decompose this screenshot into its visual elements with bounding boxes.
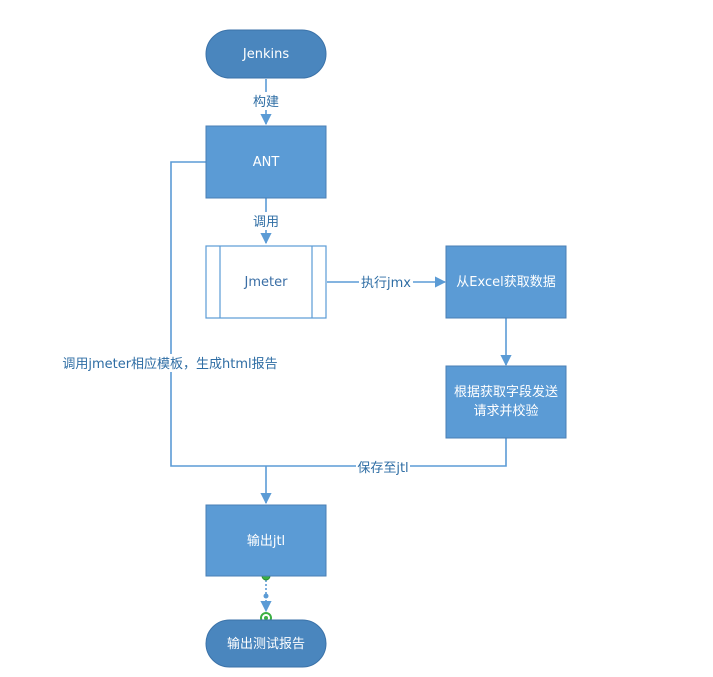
node-output-jtl-label: 输出jtl <box>247 533 285 549</box>
edge-ant-loop <box>170 161 266 467</box>
edge-label-bg-invoke <box>250 212 282 230</box>
connector-end-handle-dot <box>264 616 268 620</box>
node-validate-label-line1: 根据获取字段发送 <box>454 384 558 400</box>
node-jenkins-label: Jenkins <box>242 47 289 62</box>
edge-label-gen-html: 调用jmeter相应模板，生成html报告 <box>62 356 277 372</box>
edge-label-build: 构建 <box>253 95 279 110</box>
node-validate[interactable]: 根据获取字段发送 请求并校验 <box>445 365 567 439</box>
edge-validate-merge <box>266 438 507 467</box>
edge-label-bg-save <box>356 459 410 476</box>
node-validate-label-line2: 请求并校验 <box>473 403 538 419</box>
node-report[interactable]: 输出测试报告 <box>205 619 327 668</box>
node-ant[interactable]: ANT <box>205 125 327 199</box>
edge-label-bg-exec <box>359 274 413 291</box>
node-excel-label: 从Excel获取数据 <box>456 275 555 290</box>
edge-label-bg-gen-html <box>62 354 280 372</box>
node-report-label: 输出测试报告 <box>227 636 305 652</box>
node-ant-label: ANT <box>253 155 280 170</box>
node-jmeter[interactable]: Jmeter <box>205 245 327 319</box>
edge-label-exec-jmx: 执行jmx <box>361 276 411 291</box>
edge-label-save-jtl: 保存至jtl <box>357 461 408 476</box>
edge-label-invoke: 调用 <box>253 215 279 230</box>
edge-label-bg-build <box>250 92 282 110</box>
connector-midpoint-handle[interactable] <box>263 593 269 599</box>
node-jenkins[interactable]: Jenkins <box>205 29 327 79</box>
node-output-jtl[interactable]: 输出jtl <box>205 504 327 577</box>
node-jmeter-label: Jmeter <box>244 275 289 290</box>
node-excel[interactable]: 从Excel获取数据 <box>445 245 567 319</box>
